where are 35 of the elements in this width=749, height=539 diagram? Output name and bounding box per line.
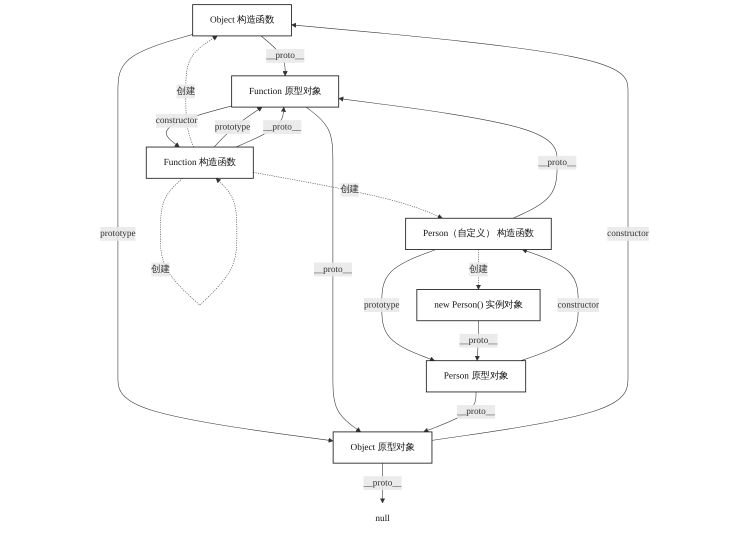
arrow (338, 96, 558, 219)
edge-label: 创建 (340, 184, 359, 194)
arrow (476, 249, 481, 290)
arrow (381, 249, 436, 362)
edge-label: 创建 (469, 264, 488, 274)
node-box: Person 原型对象 (426, 360, 526, 392)
edge-label: 创建 (151, 264, 170, 274)
edge-label: prototype (364, 300, 400, 310)
edge-label: prototype (214, 122, 250, 132)
edge-label: constructor (607, 228, 649, 239)
arrow (253, 172, 443, 219)
node-text: null (375, 514, 390, 524)
arrow (160, 178, 238, 306)
edge-label: __proto__ (263, 122, 302, 132)
edge-label: constructor (156, 116, 198, 126)
edge-label: 创建 (176, 86, 196, 96)
arrow (214, 106, 262, 148)
node-box: Function 构造函数 (146, 146, 254, 179)
edge-label: __proto__ (459, 336, 498, 346)
node-box: new Person() 实例对象 (416, 289, 540, 322)
node-box: Function 原型对象 (231, 75, 340, 108)
node-box: Object 构造函数 (192, 4, 292, 36)
arrow (306, 106, 361, 432)
node-box: Object 原型对象 (332, 431, 432, 464)
edge-label: __proto__ (456, 406, 496, 417)
edge-label: constructor (557, 300, 600, 310)
edge-label: __proto__ (314, 264, 352, 274)
edge-label: __proto__ (538, 157, 576, 168)
edge-label: __proto__ (364, 478, 402, 488)
arrow (291, 22, 628, 441)
edge-label: prototype (100, 228, 136, 239)
arrow (520, 248, 579, 361)
arrow (185, 36, 218, 148)
edge-label: __proto__ (266, 50, 304, 60)
node-box: Person（自定义） 构造函数 (405, 218, 552, 250)
